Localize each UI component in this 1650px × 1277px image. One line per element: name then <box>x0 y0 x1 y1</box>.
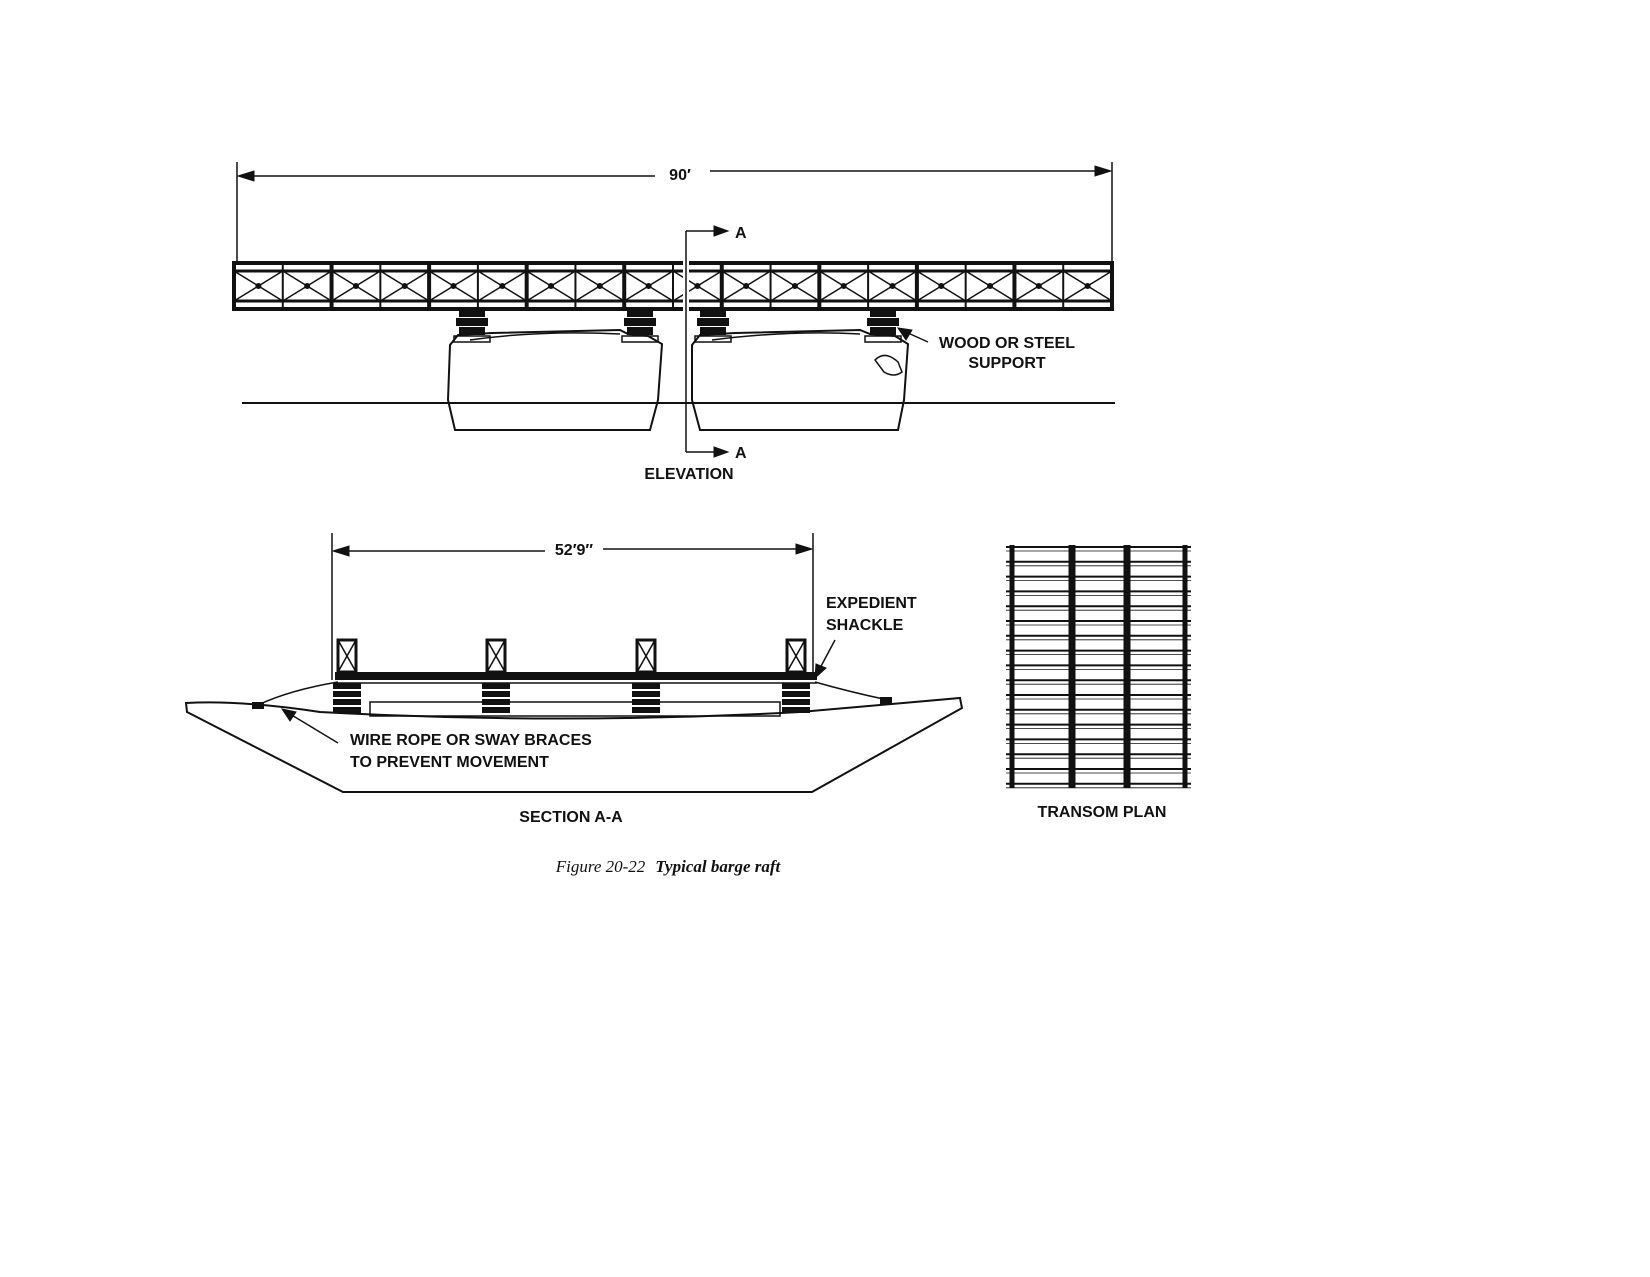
section-a-a-view: 52′9″ EXPEDIENT SHACKLE <box>184 533 964 826</box>
truss-node <box>255 283 262 289</box>
transom-plan-grid <box>1006 545 1191 789</box>
caption-title: Typical barge raft <box>655 857 781 876</box>
transom-posts <box>333 638 810 713</box>
barge-right <box>691 328 910 431</box>
braces-label-line2: TO PREVENT MOVEMENT <box>350 754 549 771</box>
truss-node <box>987 283 994 289</box>
caption-prefix: Figure 20-22 <box>555 857 646 876</box>
truss-node <box>645 283 652 289</box>
truss-node <box>548 283 555 289</box>
truss-node <box>791 283 798 289</box>
figure-caption: Figure 20-22 Typical barge raft <box>555 857 782 876</box>
dimension-90ft-label: 90′ <box>669 167 691 184</box>
truss-node <box>352 283 359 289</box>
dimension-52ft9in: 52′9″ <box>331 533 814 680</box>
support-callout: WOOD OR STEEL SUPPORT <box>896 327 1075 372</box>
support-block <box>621 309 659 343</box>
dimension-52ft9in-label: 52′9″ <box>555 542 594 559</box>
support-blocks <box>453 309 902 343</box>
support-block <box>453 309 491 343</box>
truss-node <box>596 283 603 289</box>
shackle-callout: EXPEDIENT SHACKLE <box>814 595 917 680</box>
section-title: SECTION A-A <box>519 809 623 826</box>
bridge-truss <box>232 258 1114 314</box>
section-mark-top: A <box>735 225 747 242</box>
transom-post <box>782 638 810 713</box>
truss-node <box>401 283 408 289</box>
truss-node <box>450 283 457 289</box>
truss-node <box>743 283 750 289</box>
section-cut-line: A A <box>685 225 747 462</box>
barge-hull <box>184 696 964 793</box>
truss-node <box>889 283 896 289</box>
truss-node <box>499 283 506 289</box>
elevation-title: ELEVATION <box>644 466 733 483</box>
sway-braces <box>252 681 892 709</box>
transom-post <box>632 638 660 713</box>
support-label-line2: SUPPORT <box>968 355 1046 372</box>
truss-node <box>1035 283 1042 289</box>
shackle-label-line2: SHACKLE <box>826 617 904 634</box>
truss-node <box>1084 283 1091 289</box>
section-mark-bottom: A <box>735 445 747 462</box>
braces-callout: WIRE ROPE OR SWAY BRACES TO PREVENT MOVE… <box>280 708 592 771</box>
support-block <box>864 309 902 343</box>
truss-node <box>840 283 847 289</box>
dimension-90ft: 90′ <box>236 162 1113 262</box>
elevation-view: 90′ A A <box>232 162 1115 483</box>
deck-girder <box>335 672 817 684</box>
shackle-label-line1: EXPEDIENT <box>826 595 917 612</box>
support-label-line1: WOOD OR STEEL <box>939 335 1075 352</box>
transom-plan-title: TRANSOM PLAN <box>1038 804 1167 821</box>
truss-node <box>304 283 311 289</box>
barge-left <box>446 328 664 431</box>
truss-node <box>694 283 701 289</box>
braces-label-line1: WIRE ROPE OR SWAY BRACES <box>350 732 592 749</box>
support-block <box>694 309 732 343</box>
truss-node <box>938 283 945 289</box>
transom-plan-view: TRANSOM PLAN <box>1006 545 1191 821</box>
transom-post <box>482 638 510 713</box>
hull-deck-recess <box>369 701 781 717</box>
transom-post <box>333 638 361 713</box>
